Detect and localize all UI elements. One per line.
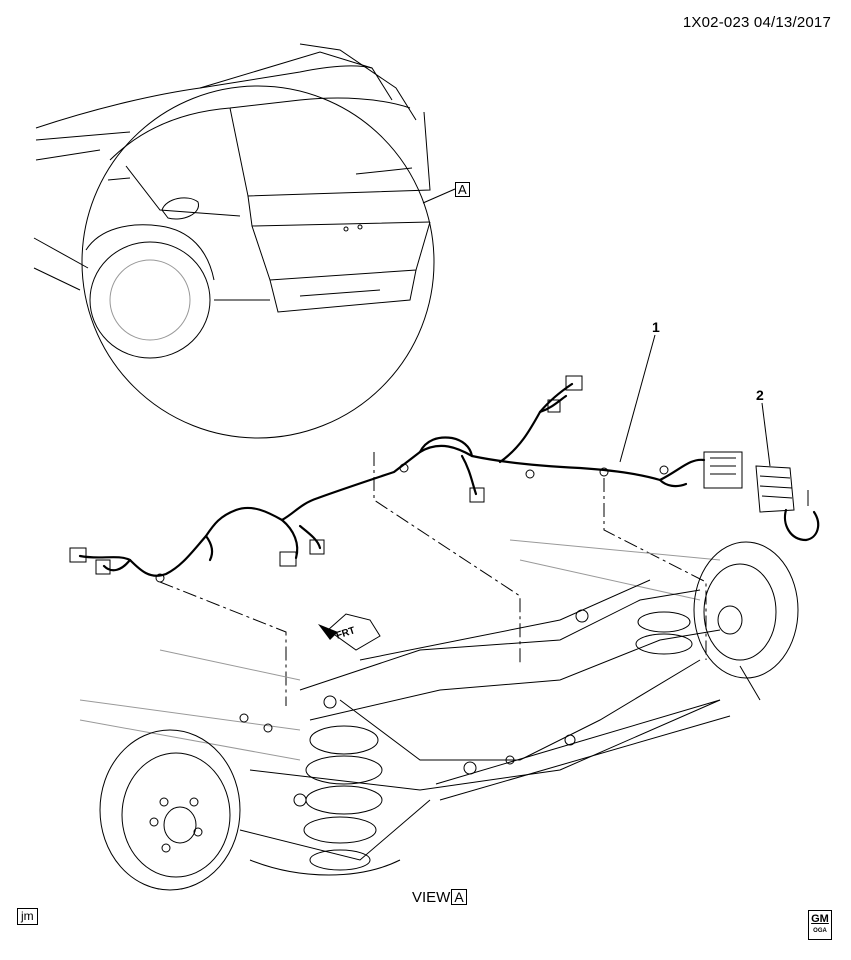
front-direction-arrow [318, 613, 381, 651]
callout-2: 2 [756, 387, 764, 403]
rear-suspension [79, 539, 799, 891]
gm-logo-text: GM [811, 913, 829, 925]
detail-view-reference-label: A [455, 182, 470, 197]
gm-logo-subtext: OGA [813, 928, 827, 934]
view-caption-reference-label: A [451, 889, 467, 905]
detail-view-reference: A [455, 181, 470, 199]
detail-leader [422, 188, 456, 204]
vehicle-rear-view [85, 97, 431, 359]
document-id: 1X02-023 04/13/2017 [682, 14, 831, 31]
gm-logo: GM OGA [808, 910, 832, 940]
callout-2-leader [761, 402, 771, 467]
wiring-harness [69, 375, 743, 583]
callout-1-leader [619, 334, 656, 463]
artist-initials: jm [17, 908, 38, 925]
control-module [755, 465, 820, 542]
callout-1: 1 [652, 319, 660, 335]
projection-lines [159, 452, 707, 706]
vehicle-silhouette [33, 43, 417, 291]
detail-circle [81, 85, 435, 439]
view-caption-prefix: VIEW [412, 889, 451, 906]
